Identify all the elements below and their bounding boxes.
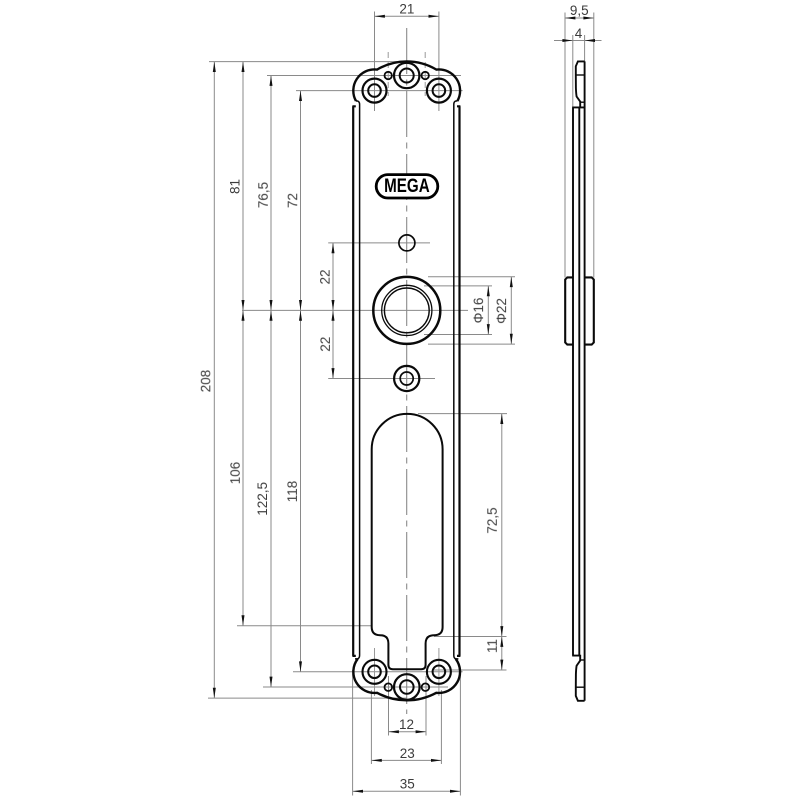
svg-text:22: 22	[318, 337, 333, 352]
svg-text:81: 81	[228, 179, 243, 194]
svg-text:22: 22	[318, 269, 333, 284]
svg-text:208: 208	[198, 370, 213, 393]
svg-text:72,5: 72,5	[485, 507, 500, 533]
svg-text:21: 21	[399, 2, 414, 17]
svg-text:106: 106	[228, 462, 243, 485]
svg-text:MEGA: MEGA	[384, 176, 430, 197]
svg-text:122,5: 122,5	[255, 482, 270, 516]
svg-text:35: 35	[400, 777, 415, 792]
svg-text:12: 12	[399, 717, 414, 732]
svg-text:118: 118	[285, 481, 300, 503]
svg-text:9,5: 9,5	[570, 3, 589, 18]
svg-text:Φ16: Φ16	[471, 298, 486, 324]
svg-text:72: 72	[285, 193, 300, 208]
svg-text:76,5: 76,5	[256, 182, 271, 208]
svg-text:11: 11	[485, 639, 500, 653]
svg-text:Φ22: Φ22	[494, 298, 509, 324]
svg-text:23: 23	[400, 746, 415, 761]
svg-text:4: 4	[575, 26, 583, 41]
